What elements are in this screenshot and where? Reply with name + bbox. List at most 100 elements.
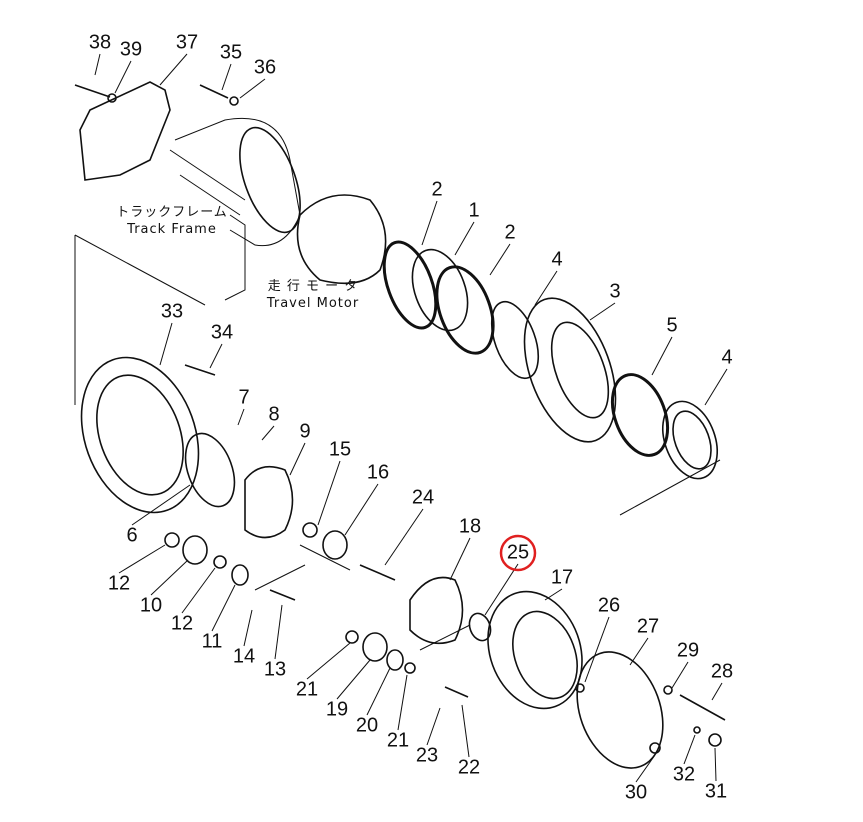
- ring-gear-bore-shape: [512, 610, 578, 700]
- part-label-10: 10: [140, 559, 189, 616]
- leader-line: [683, 734, 696, 765]
- leader-line: [159, 322, 173, 366]
- washer-15-shape: [302, 522, 318, 538]
- assembly-guide-lines: [74, 234, 721, 651]
- o-ring-2a-shape: [382, 240, 438, 330]
- part-number: 7: [238, 386, 249, 408]
- washer-12b-shape: [213, 555, 227, 569]
- part-label-39: 39: [114, 38, 142, 94]
- sprocket-bore-shape: [96, 374, 184, 496]
- part-label-3: 3: [589, 280, 621, 321]
- part-label-20: 20: [356, 667, 391, 736]
- part-number: 39: [120, 38, 142, 60]
- o-ring-32-shape: [693, 726, 701, 734]
- cover-plate-shape: [79, 81, 171, 181]
- part-number: 20: [356, 714, 378, 736]
- captions: トラックフレーム Track Frame 走 行 モ ー タ Travel Mo…: [116, 205, 359, 311]
- shaft-24-shape: [359, 564, 396, 581]
- part-number: 12: [171, 612, 193, 634]
- leader-line: [344, 483, 379, 536]
- part-drawings: [74, 81, 726, 769]
- part-label-9: 9: [289, 420, 311, 476]
- leader-line: [584, 616, 610, 683]
- part-label-34: 34: [209, 321, 233, 369]
- leader-line: [714, 747, 717, 782]
- part-label-30: 30: [625, 754, 656, 803]
- leader-line: [635, 754, 656, 783]
- part-label-8: 8: [261, 403, 280, 441]
- part-number: 25: [507, 541, 529, 563]
- bolt-34-shape: [184, 364, 216, 376]
- leader-line: [239, 78, 266, 99]
- part-number: 15: [329, 438, 351, 460]
- washer-21a-shape: [345, 630, 359, 644]
- part-number: 23: [416, 744, 438, 766]
- part-label-26: 26: [584, 594, 620, 683]
- part-label-12: 12: [108, 544, 166, 594]
- washer-12a-shape: [164, 532, 180, 548]
- part-number: 8: [268, 403, 279, 425]
- part-label-33: 33: [159, 300, 183, 366]
- part-label-28: 28: [711, 660, 733, 701]
- leader-line: [534, 270, 558, 306]
- part-number: 4: [721, 346, 732, 368]
- part-label-27: 27: [629, 615, 659, 666]
- bearing-19-shape: [362, 632, 388, 662]
- part-number: 26: [598, 594, 620, 616]
- part-number: 32: [673, 763, 695, 785]
- leader-line: [159, 53, 188, 86]
- leader-line: [209, 343, 223, 369]
- leader-line: [181, 567, 216, 614]
- o-ring-2b-shape: [435, 265, 495, 355]
- part-label-12: 12: [171, 567, 216, 634]
- part-label-35: 35: [220, 41, 242, 91]
- leader-line: [336, 659, 371, 700]
- washer-21b-shape: [404, 662, 416, 674]
- track-frame-jp: トラックフレーム: [116, 205, 228, 220]
- part-number: 11: [202, 630, 223, 652]
- frame-rib-lines: [169, 149, 246, 301]
- travel-motor-jp: 走 行 モ ー タ: [268, 279, 359, 294]
- part-label-6: 6: [126, 484, 191, 546]
- part-label-17: 17: [544, 566, 573, 601]
- leader-line: [317, 460, 341, 526]
- part-number: 33: [161, 300, 183, 322]
- part-label-4: 4: [704, 346, 733, 406]
- part-number: 21: [296, 678, 318, 700]
- leader-line: [544, 588, 563, 601]
- part-label-21: 21: [387, 674, 409, 751]
- bolt-28-shape: [679, 694, 726, 721]
- part-label-24: 24: [384, 486, 434, 566]
- leader-line: [237, 408, 245, 426]
- part-number: 9: [299, 420, 310, 442]
- part-label-7: 7: [237, 386, 250, 426]
- washer-39-shape: [107, 93, 117, 103]
- bolt-38-shape: [74, 84, 111, 98]
- part-number: 2: [504, 221, 515, 243]
- leader-line: [704, 368, 728, 406]
- part-number: 5: [666, 314, 677, 336]
- leader-line: [421, 200, 438, 246]
- part-label-32: 32: [673, 734, 696, 785]
- part-label-36: 36: [239, 56, 276, 99]
- part-label-23: 23: [416, 707, 441, 766]
- leader-line: [274, 604, 283, 660]
- part-label-16: 16: [344, 461, 389, 536]
- part-number: 6: [126, 524, 137, 546]
- part-number: 38: [89, 31, 111, 53]
- part-number: 30: [625, 781, 647, 803]
- hub-bore-shape: [550, 321, 610, 419]
- part-number: 21: [387, 729, 409, 751]
- part-number: 16: [367, 461, 389, 483]
- part-label-2: 2: [489, 221, 516, 276]
- leader-line: [289, 442, 306, 476]
- washer-36-shape: [229, 96, 239, 106]
- part-label-1: 1: [454, 199, 480, 256]
- part-label-21: 21: [296, 642, 351, 700]
- part-label-15: 15: [317, 438, 351, 526]
- part-number: 28: [711, 660, 733, 682]
- part-label-25: 25: [484, 534, 537, 616]
- part-number: 13: [264, 658, 286, 680]
